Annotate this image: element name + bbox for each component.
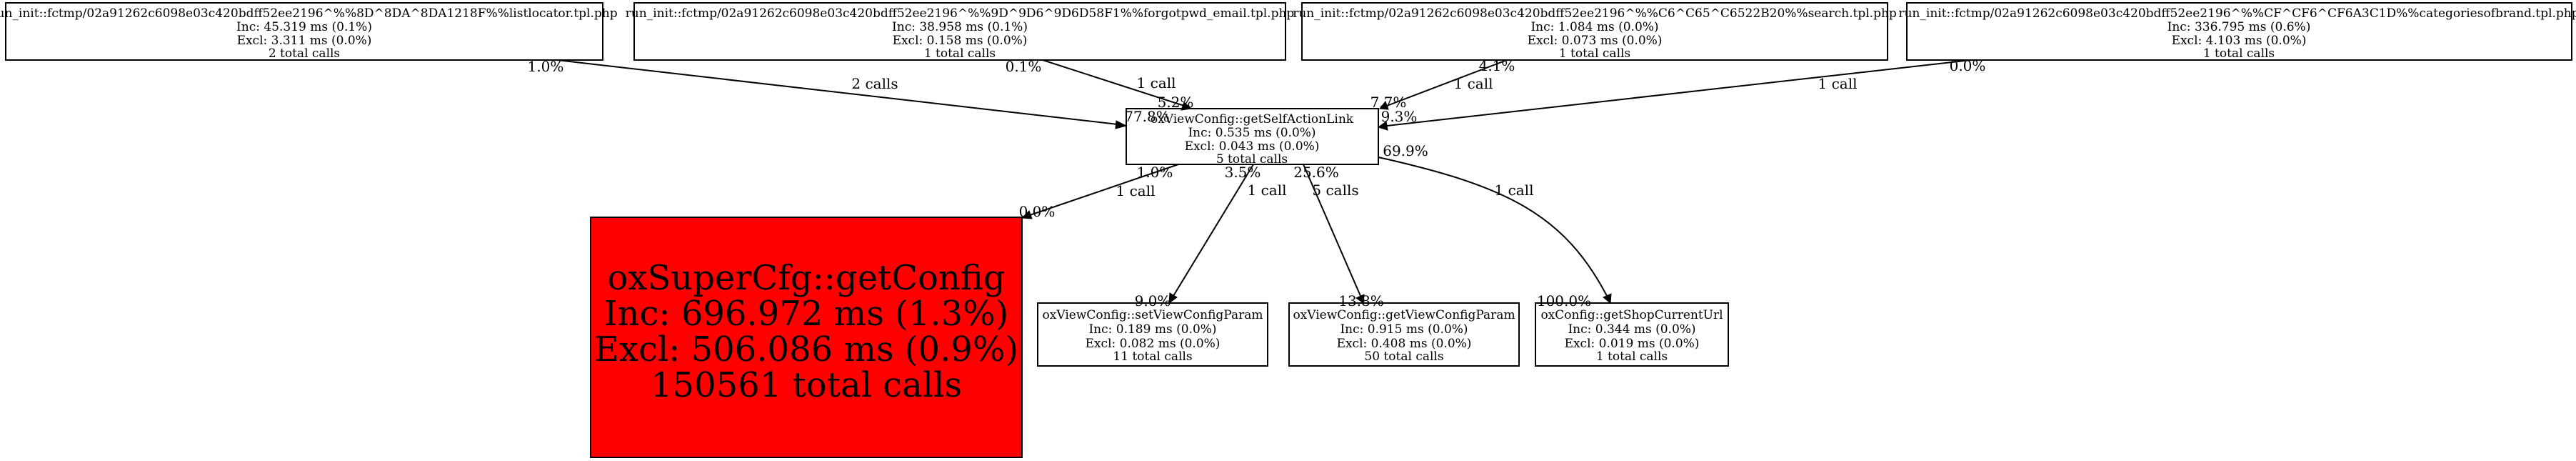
node-selfactionlink-calls: 5 total calls xyxy=(1216,152,1288,167)
edge-label: 1 call xyxy=(1116,182,1156,199)
edge-head-pct: 0.0% xyxy=(1019,203,1056,220)
edge-selfactionlink-to-getparam: 5 calls 25.6% 13.8% xyxy=(1293,164,1384,309)
node-forgotpwd-calls: 1 total calls xyxy=(924,46,996,61)
edge-forgotpwd-to-selfactionlink: 1 call 0.1% 5.2% xyxy=(1006,58,1194,111)
node-getconfig[interactable]: oxSuperCfg::getConfig Inc: 696.972 ms (1… xyxy=(590,217,1023,458)
node-selfactionlink-name: oxViewConfig::getSelfActionLink xyxy=(1151,112,1354,127)
node-search-inc: Inc: 1.084 ms (0.0%) xyxy=(1530,20,1658,34)
edge-label: 1 call xyxy=(1818,75,1858,92)
node-setparam-excl: Excl: 0.082 ms (0.0%) xyxy=(1086,337,1221,351)
node-getparam-inc: Inc: 0.915 ms (0.0%) xyxy=(1340,322,1468,337)
edge-tail-pct: 1.0% xyxy=(528,58,564,75)
edge-label: 1 call xyxy=(1248,182,1287,199)
node-listlocator-excl: Excl: 3.311 ms (0.0%) xyxy=(237,34,372,48)
node-search-name: run_init::fctmp/02a91262c6098e03c420bdff… xyxy=(1293,6,1897,21)
node-search[interactable]: run_init::fctmp/02a91262c6098e03c420bdff… xyxy=(1293,2,1897,61)
edge-label: 1 call xyxy=(1137,74,1176,91)
node-listlocator-name: run_init::fctmp/02a91262c6098e03c420bdff… xyxy=(0,6,618,21)
node-getparam[interactable]: oxViewConfig::getViewConfigParam Inc: 0.… xyxy=(1288,302,1520,367)
edge-selfactionlink-to-shopurl: 1 call 69.9% 100.0% xyxy=(1378,142,1612,309)
node-listlocator[interactable]: run_init::fctmp/02a91262c6098e03c420bdff… xyxy=(0,2,618,61)
node-getparam-name: oxViewConfig::getViewConfigParam xyxy=(1293,308,1515,322)
node-selfactionlink[interactable]: oxViewConfig::getSelfActionLink Inc: 0.5… xyxy=(1126,108,1379,167)
node-getconfig-inc: Inc: 696.972 ms (1.3%) xyxy=(604,294,1009,334)
edge-selfactionlink-to-getconfig: 1 call 1.0% 0.0% xyxy=(1019,164,1179,220)
node-setparam-inc: Inc: 0.189 ms (0.0%) xyxy=(1088,322,1216,337)
edge-label: 1 call xyxy=(1454,75,1493,92)
edge-tail-pct: 1.0% xyxy=(1137,164,1173,181)
edge-label: 5 calls xyxy=(1312,182,1358,199)
edge-tail-pct: 69.9% xyxy=(1383,142,1428,159)
node-selfactionlink-excl: Excl: 0.043 ms (0.0%) xyxy=(1185,139,1320,154)
node-categories-excl: Excl: 4.103 ms (0.0%) xyxy=(2172,34,2307,48)
node-setparam-calls: 11 total calls xyxy=(1113,350,1192,364)
edge-tail-pct: 3.5% xyxy=(1225,164,1261,181)
node-getconfig-excl: Excl: 506.086 ms (0.9%) xyxy=(594,329,1018,370)
edge-head-pct: 9.0% xyxy=(1135,292,1171,309)
node-listlocator-calls: 2 total calls xyxy=(269,46,340,61)
node-shopurl-name: oxConfig::getShopCurrentUrl xyxy=(1540,308,1723,322)
edge-label: 1 call xyxy=(1495,182,1534,199)
node-listlocator-inc: Inc: 45.319 ms (0.1%) xyxy=(236,20,372,34)
node-categories-name: run_init::fctmp/02a91262c6098e03c420bdff… xyxy=(1898,6,2576,21)
node-search-excl: Excl: 0.073 ms (0.0%) xyxy=(1528,34,1663,48)
edge-head-pct: 100.0% xyxy=(1537,292,1591,309)
node-shopurl-excl: Excl: 0.019 ms (0.0%) xyxy=(1565,337,1700,351)
node-shopurl-inc: Inc: 0.344 ms (0.0%) xyxy=(1568,322,1695,337)
edge-selfactionlink-to-setparam: 1 call 3.5% 9.0% xyxy=(1135,164,1287,309)
edge-tail-pct: 4.1% xyxy=(1479,57,1515,74)
edge-head-pct: 9.3% xyxy=(1381,108,1418,125)
node-getconfig-name: oxSuperCfg::getConfig xyxy=(607,258,1005,298)
node-forgotpwd-name: run_init::fctmp/02a91262c6098e03c420bdff… xyxy=(626,6,1295,21)
edge-head-pct: 7.7% xyxy=(1370,94,1407,111)
node-categories-calls: 1 total calls xyxy=(2203,46,2275,61)
node-categories-inc: Inc: 336.795 ms (0.6%) xyxy=(2167,20,2311,34)
node-shopurl[interactable]: oxConfig::getShopCurrentUrl Inc: 0.344 m… xyxy=(1535,302,1729,367)
edge-tail-pct: 25.6% xyxy=(1293,164,1339,181)
node-forgotpwd[interactable]: run_init::fctmp/02a91262c6098e03c420bdff… xyxy=(626,2,1295,61)
node-search-calls: 1 total calls xyxy=(1559,46,1630,61)
node-forgotpwd-excl: Excl: 0.158 ms (0.0%) xyxy=(893,34,1028,48)
edge-tail-pct: 0.1% xyxy=(1006,58,1042,75)
edge-head-pct: 13.8% xyxy=(1338,292,1384,309)
node-getparam-excl: Excl: 0.408 ms (0.0%) xyxy=(1337,337,1472,351)
edge-search-to-selfactionlink: 1 call 4.1% 7.7% xyxy=(1370,57,1515,111)
node-getconfig-calls: 150561 total calls xyxy=(651,365,962,405)
node-forgotpwd-inc: Inc: 38.958 ms (0.1%) xyxy=(892,20,1028,34)
node-setparam[interactable]: oxViewConfig::setViewConfigParam Inc: 0.… xyxy=(1037,302,1268,367)
node-setparam-name: oxViewConfig::setViewConfigParam xyxy=(1043,308,1263,322)
edge-listlocator-to-selfactionlink: 2 calls 1.0% 77.8% xyxy=(528,58,1170,129)
edge-label: 2 calls xyxy=(851,75,898,92)
node-selfactionlink-inc: Inc: 0.535 ms (0.0%) xyxy=(1188,126,1315,140)
edge-head-pct: 5.2% xyxy=(1158,94,1194,111)
edge-tail-pct: 0.0% xyxy=(1950,57,1986,74)
edge-head-pct: 77.8% xyxy=(1124,108,1170,125)
node-shopurl-calls: 1 total calls xyxy=(1596,350,1668,364)
edge-categories-to-selfactionlink: 1 call 0.0% 9.3% xyxy=(1377,57,1986,131)
node-categories[interactable]: run_init::fctmp/02a91262c6098e03c420bdff… xyxy=(1898,2,2576,61)
node-getparam-calls: 50 total calls xyxy=(1364,350,1443,364)
